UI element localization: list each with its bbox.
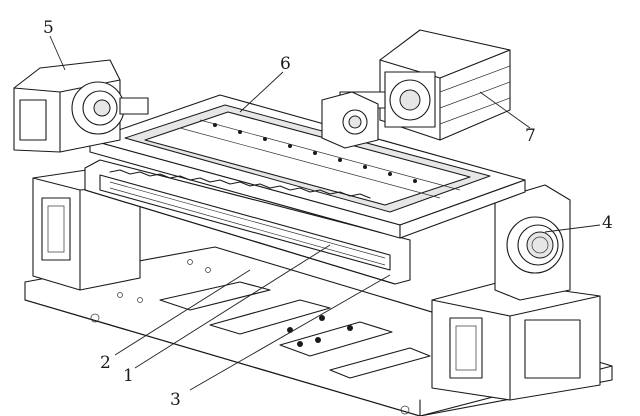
upper-table [89,94,526,239]
leader-lines [49,35,601,391]
callout-5: 5 [43,18,54,38]
right-support [431,281,601,401]
center-pivot [321,91,379,149]
bearing-housing [494,184,571,301]
callout-1: 1 [123,366,134,386]
left-cylinder [13,59,149,153]
callout-2: 2 [100,353,111,373]
lower-frame [84,159,411,285]
callout-7: 7 [525,126,536,146]
callout-3: 3 [170,390,181,410]
callout-4: 4 [602,213,613,233]
callout-6: 6 [280,54,291,74]
